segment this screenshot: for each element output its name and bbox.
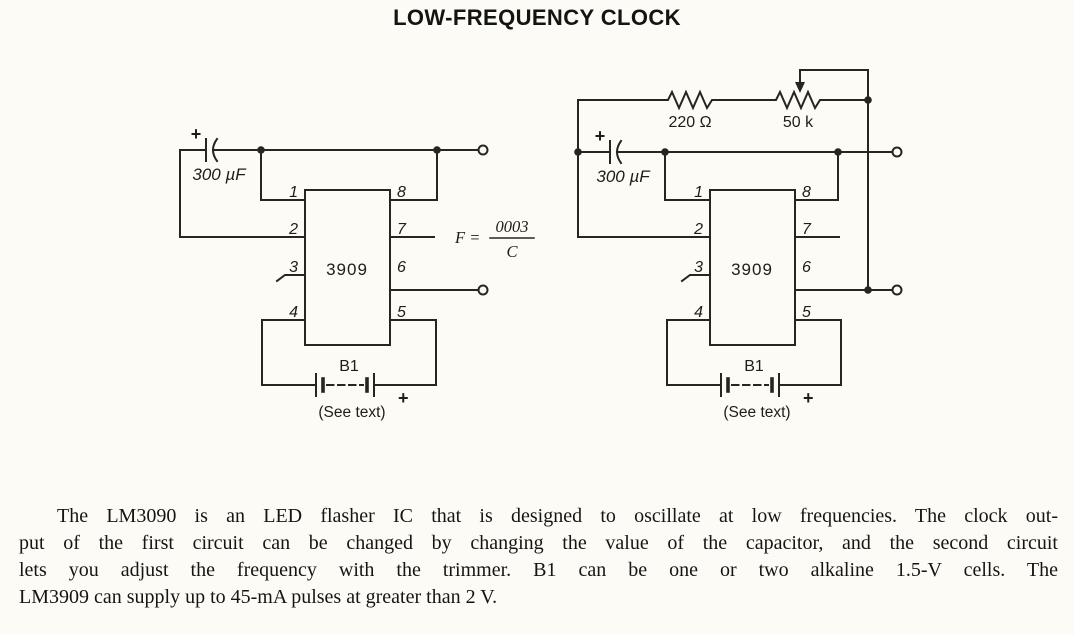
output-terminal-top (477, 144, 489, 156)
ic-label: 3909 (731, 260, 773, 279)
capacitor-plus-sign: + (191, 124, 202, 144)
resistor1-label: 220 Ω (668, 114, 711, 131)
resistor-network-wire (577, 89, 869, 111)
battery-note: (See text) (318, 404, 385, 421)
page-title: LOW-FREQUENCY CLOCK (393, 5, 681, 30)
junction-dot (257, 146, 265, 154)
capacitor-plate-negative (616, 139, 623, 165)
capacitor-value-label: 300 µF (192, 165, 247, 184)
pin-number-2: 2 (288, 221, 298, 238)
right-circuit: 220 Ω 50 k + 300 µF 1 2 3 4 8 7 6 5 3909… (574, 69, 903, 421)
wire-pin5-battery (780, 319, 842, 386)
pin-number-8: 8 (397, 184, 406, 201)
junction-dot (834, 148, 842, 156)
formula-lhs: F = (454, 228, 480, 247)
pin-number-6: 6 (397, 259, 406, 276)
pin-number-2: 2 (693, 221, 703, 238)
wire-left-vertical-pin2 (577, 99, 711, 238)
wire-pin8 (389, 151, 438, 201)
trimmer-wiper-arrowhead (795, 82, 805, 93)
resistor2-label: 50 k (783, 114, 814, 131)
capacitor-plate-negative (212, 137, 219, 163)
output-terminal-bottom (891, 284, 903, 296)
pin-number-6: 6 (802, 259, 811, 276)
pin-number-3: 3 (289, 259, 298, 276)
pin-number-3: 3 (694, 259, 703, 276)
battery-plus-sign: + (803, 388, 814, 408)
junction-dot (864, 286, 872, 294)
battery-note: (See text) (723, 404, 790, 421)
junction-dot (574, 148, 582, 156)
capacitor-value-label: 300 µF (596, 167, 651, 186)
formula-numerator: 0003 (496, 217, 529, 236)
junction-dot (433, 146, 441, 154)
caption-line: lets you adjust the frequency with the t… (19, 559, 1058, 581)
wire-pin4-battery (261, 319, 315, 386)
capacitor-plus-sign: + (595, 126, 606, 146)
battery-label: B1 (339, 358, 359, 375)
pin-number-8: 8 (802, 184, 811, 201)
pin-number-5: 5 (397, 304, 406, 321)
battery-plus-sign: + (398, 388, 409, 408)
circuit-diagram: + 300 µF 1 2 3 4 8 7 6 5 3909 B1 + (See … (179, 69, 903, 421)
wire-pin3-stub (275, 274, 306, 283)
junction-dot (661, 148, 669, 156)
wire-cap-to-pin2 (179, 149, 306, 238)
caption-line: The LM3090 is an LED flasher IC that is … (57, 505, 1058, 527)
pin-number-1: 1 (289, 184, 298, 201)
formula-denominator: C (506, 242, 518, 261)
wire-pin8 (794, 153, 839, 201)
wire-pin1 (664, 153, 711, 201)
pin-number-1: 1 (694, 184, 703, 201)
output-terminal-bottom (477, 284, 489, 296)
ic-body (709, 189, 796, 346)
left-circuit: + 300 µF 1 2 3 4 8 7 6 5 3909 B1 + (See … (179, 124, 535, 421)
pin-number-7: 7 (397, 221, 407, 238)
junction-dot (864, 96, 872, 104)
pin-number-7: 7 (802, 221, 812, 238)
pin-number-4: 4 (289, 304, 298, 321)
pin-number-5: 5 (802, 304, 811, 321)
wire-pin3-stub (680, 274, 711, 283)
wire-pin4-battery (666, 319, 720, 386)
ic-body (304, 189, 391, 346)
caption-paragraph: The LM3090 is an LED flasher IC that is … (19, 503, 1058, 611)
caption-line: LM3909 can supply up to 45-mA pulses at … (19, 586, 498, 608)
caption-line: put of the first circuit can be changed … (19, 532, 1058, 554)
pin-number-4: 4 (694, 304, 703, 321)
battery-label: B1 (744, 358, 764, 375)
wire-pin5-battery (375, 319, 437, 386)
ic-label: 3909 (326, 260, 368, 279)
wire-pin1 (260, 151, 306, 201)
output-terminal-top (891, 146, 903, 158)
